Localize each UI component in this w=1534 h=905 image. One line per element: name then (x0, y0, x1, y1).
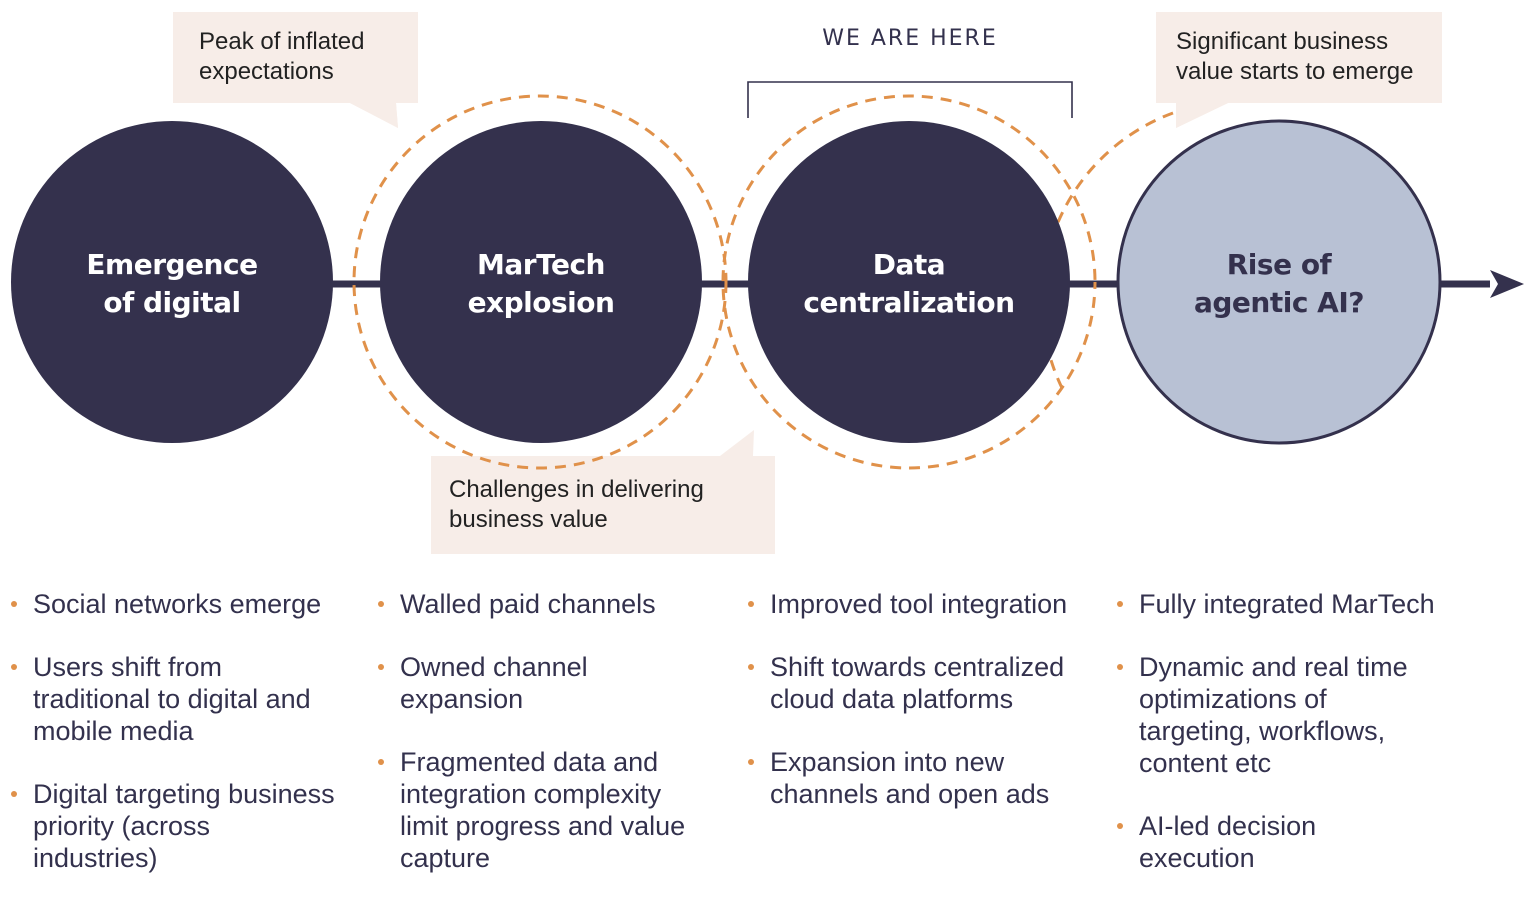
bullet-list-emergence: Social networks emerge Users shift from … (11, 588, 341, 905)
stage-title-agentic: Rise of agentic AI? (1193, 248, 1365, 319)
list-item: Social networks emerge (11, 588, 341, 620)
stage-title-emergence: Emergence of digital (86, 248, 258, 319)
callout-challenges-bg (431, 430, 775, 554)
bullet-dot-icon (378, 759, 384, 765)
bullet-dot-icon (748, 601, 754, 607)
bullet-dot-icon (748, 664, 754, 670)
stage-circle-martech (380, 121, 702, 443)
bullet-dot-icon (748, 759, 754, 765)
bullet-list-data: Improved tool integration Shift towards … (748, 588, 1088, 841)
callout-peak-text: Peak of inflated expectations (199, 28, 365, 85)
bullet-dot-icon (1117, 664, 1123, 670)
dashed-ring-martech (352, 94, 728, 470)
bullet-dot-icon (11, 791, 17, 797)
list-item: Users shift from traditional to digital … (11, 651, 341, 747)
stage-title-data: Data centralization (803, 248, 1015, 319)
callout-challenges-text: Challenges in delivering business value (449, 476, 704, 533)
bullet-dot-icon (11, 664, 17, 670)
list-item: Fragmented data and integration complexi… (378, 746, 708, 874)
stage-circle-agentic (1116, 119, 1442, 445)
bullet-dot-icon (11, 601, 17, 607)
we-are-here-label: WE ARE HERE (822, 26, 998, 51)
bullet-list-martech: Walled paid channels Owned channel expan… (378, 588, 708, 905)
list-item: Digital targeting business priority (acr… (11, 778, 341, 874)
arrow-right-icon (1490, 270, 1524, 298)
bullet-dot-icon (378, 664, 384, 670)
stage-circle-emergence (11, 121, 333, 443)
bullet-dot-icon (1117, 601, 1123, 607)
bullet-dot-icon (378, 601, 384, 607)
list-item: Improved tool integration (748, 588, 1088, 620)
list-item: Fully integrated MarTech (1117, 588, 1437, 620)
list-item: Walled paid channels (378, 588, 708, 620)
list-item: Expansion into new channels and open ads (748, 746, 1088, 810)
list-item: AI-led decision execution (1117, 810, 1437, 874)
list-item: Shift towards centralized cloud data pla… (748, 651, 1088, 715)
callout-significant-text: Significant business value starts to eme… (1176, 28, 1414, 85)
dashed-ring-data (721, 94, 1097, 470)
we-are-here-bracket (747, 81, 1073, 118)
list-item: Dynamic and real time optimizations of t… (1117, 651, 1437, 779)
bullet-dot-icon (1117, 823, 1123, 829)
stage-circle-data (748, 121, 1070, 443)
list-item: Owned channel expansion (378, 651, 708, 715)
bullet-list-agentic: Fully integrated MarTech Dynamic and rea… (1117, 588, 1437, 905)
stage-title-martech: MarTech explosion (467, 248, 615, 319)
